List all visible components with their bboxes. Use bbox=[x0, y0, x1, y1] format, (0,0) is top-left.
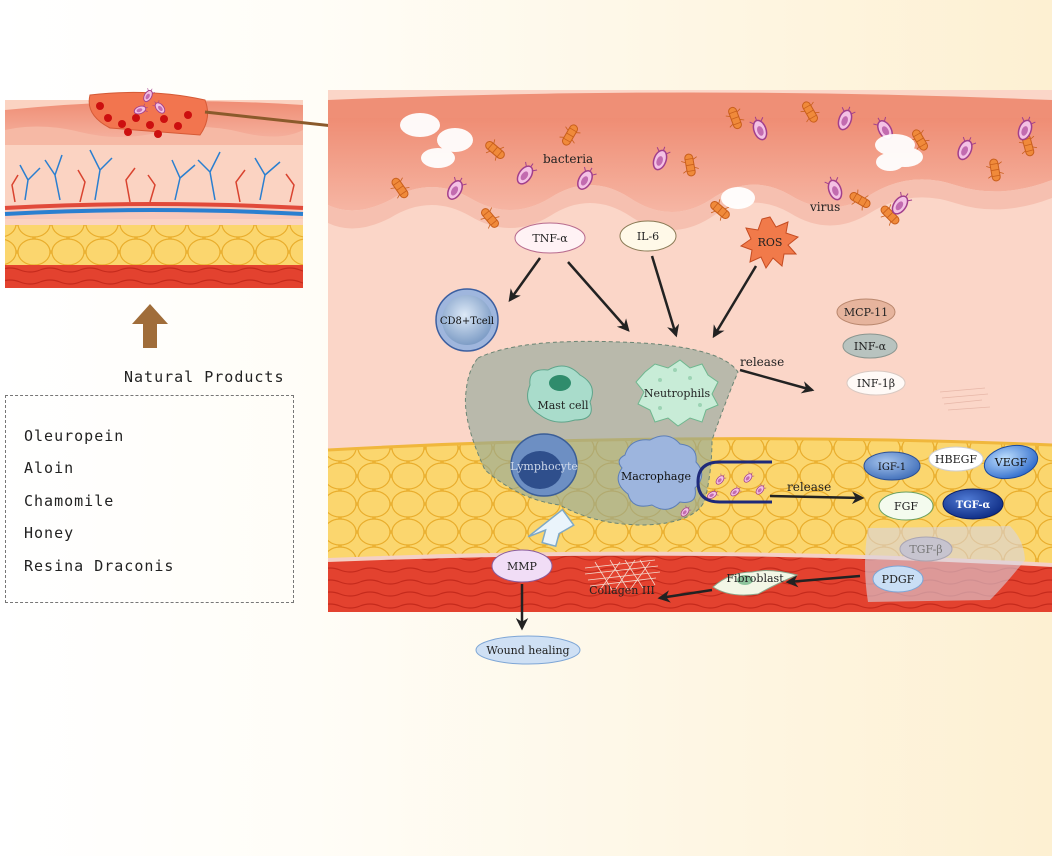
tgf-beta-node: TGF-β bbox=[899, 536, 953, 562]
svg-text:CD8+Tcell: CD8+Tcell bbox=[440, 316, 494, 327]
signal-arrows bbox=[508, 255, 865, 631]
svg-text:TGF-β: TGF-β bbox=[909, 543, 942, 556]
tnf-alpha-node: TNF-α bbox=[514, 222, 586, 254]
svg-text:Mast cell: Mast cell bbox=[537, 399, 589, 412]
release-label-2: release bbox=[787, 480, 831, 494]
svg-text:TGF-α: TGF-α bbox=[956, 500, 991, 511]
svg-text:VEGF: VEGF bbox=[994, 456, 1028, 469]
bacteria-label: bacteria bbox=[543, 152, 593, 166]
natural-product-item: Honey bbox=[24, 524, 75, 543]
ros-node: ROS bbox=[739, 216, 800, 270]
inf-beta-node: INF-1β bbox=[846, 370, 906, 396]
fiber-sketch bbox=[939, 387, 991, 411]
collagen-label: Collagen III bbox=[589, 584, 655, 597]
svg-text:INF-1β: INF-1β bbox=[857, 377, 895, 390]
natural-product-item: Chamomile bbox=[24, 491, 115, 510]
collagen-mesh bbox=[584, 559, 661, 591]
svg-text:ROS: ROS bbox=[758, 236, 783, 249]
svg-text:Lymphocyte: Lymphocyte bbox=[510, 460, 578, 473]
hollow-arrow bbox=[527, 508, 575, 548]
virus-label: virus bbox=[809, 200, 840, 214]
macrophage: Macrophage bbox=[617, 435, 703, 510]
up-arrow-icon bbox=[132, 304, 168, 348]
svg-text:Wound healing: Wound healing bbox=[486, 644, 569, 657]
svg-text:HBEGF: HBEGF bbox=[935, 453, 977, 466]
neutrophil: Neutrophils bbox=[635, 359, 719, 427]
svg-text:TNF-α: TNF-α bbox=[532, 232, 568, 245]
svg-text:MCP-11: MCP-11 bbox=[844, 306, 888, 319]
wound-healing-node: Wound healing bbox=[475, 635, 581, 665]
svg-text:PDGF: PDGF bbox=[882, 573, 915, 586]
vegf-node: VEGF bbox=[983, 444, 1039, 480]
fibroblast: Fibroblast bbox=[712, 570, 799, 596]
svg-text:INF-α: INF-α bbox=[854, 340, 887, 353]
lymphocyte: Lymphocyte bbox=[510, 433, 578, 497]
natural-products-title: Natural Products bbox=[124, 368, 285, 386]
receptor-bracket bbox=[696, 460, 772, 504]
hbegf-node: HBEGF bbox=[928, 446, 984, 472]
fgf-node: FGF bbox=[878, 491, 934, 521]
svg-text:Macrophage: Macrophage bbox=[621, 470, 691, 483]
release-label-1: release bbox=[740, 355, 784, 369]
mast-cell: Mast cell bbox=[527, 365, 593, 423]
svg-text:Fibroblast: Fibroblast bbox=[726, 572, 784, 585]
igf1-node: IGF-1 bbox=[863, 451, 921, 481]
inf-alpha-node: INF-α bbox=[842, 333, 898, 359]
natural-products-box: Oleuropein Aloin Chamomile Honey Resina … bbox=[5, 395, 294, 603]
svg-text:IGF-1: IGF-1 bbox=[878, 462, 906, 473]
pdgf-node: PDGF bbox=[872, 565, 924, 593]
natural-product-item: Oleuropein bbox=[24, 427, 125, 445]
tgf-alpha-node: TGF-α bbox=[942, 488, 1004, 520]
mmp-node: MMP bbox=[491, 549, 553, 583]
svg-text:MMP: MMP bbox=[507, 560, 538, 573]
svg-text:Neutrophils: Neutrophils bbox=[644, 387, 711, 400]
natural-product-item: Aloin bbox=[24, 459, 75, 478]
cd8-tcell: CD8+Tcell bbox=[435, 288, 499, 352]
skin-overview-panel bbox=[4, 86, 304, 288]
cell-debris-group bbox=[400, 113, 923, 209]
natural-product-item: Resina Draconis bbox=[24, 556, 175, 575]
svg-text:FGF: FGF bbox=[894, 500, 918, 513]
il6-node: IL-6 bbox=[619, 220, 677, 252]
natural-products-list: Oleuropein Aloin Chamomile Honey Resina … bbox=[24, 420, 174, 582]
mcp-node: MCP-11 bbox=[836, 298, 896, 326]
svg-text:IL-6: IL-6 bbox=[637, 230, 659, 243]
